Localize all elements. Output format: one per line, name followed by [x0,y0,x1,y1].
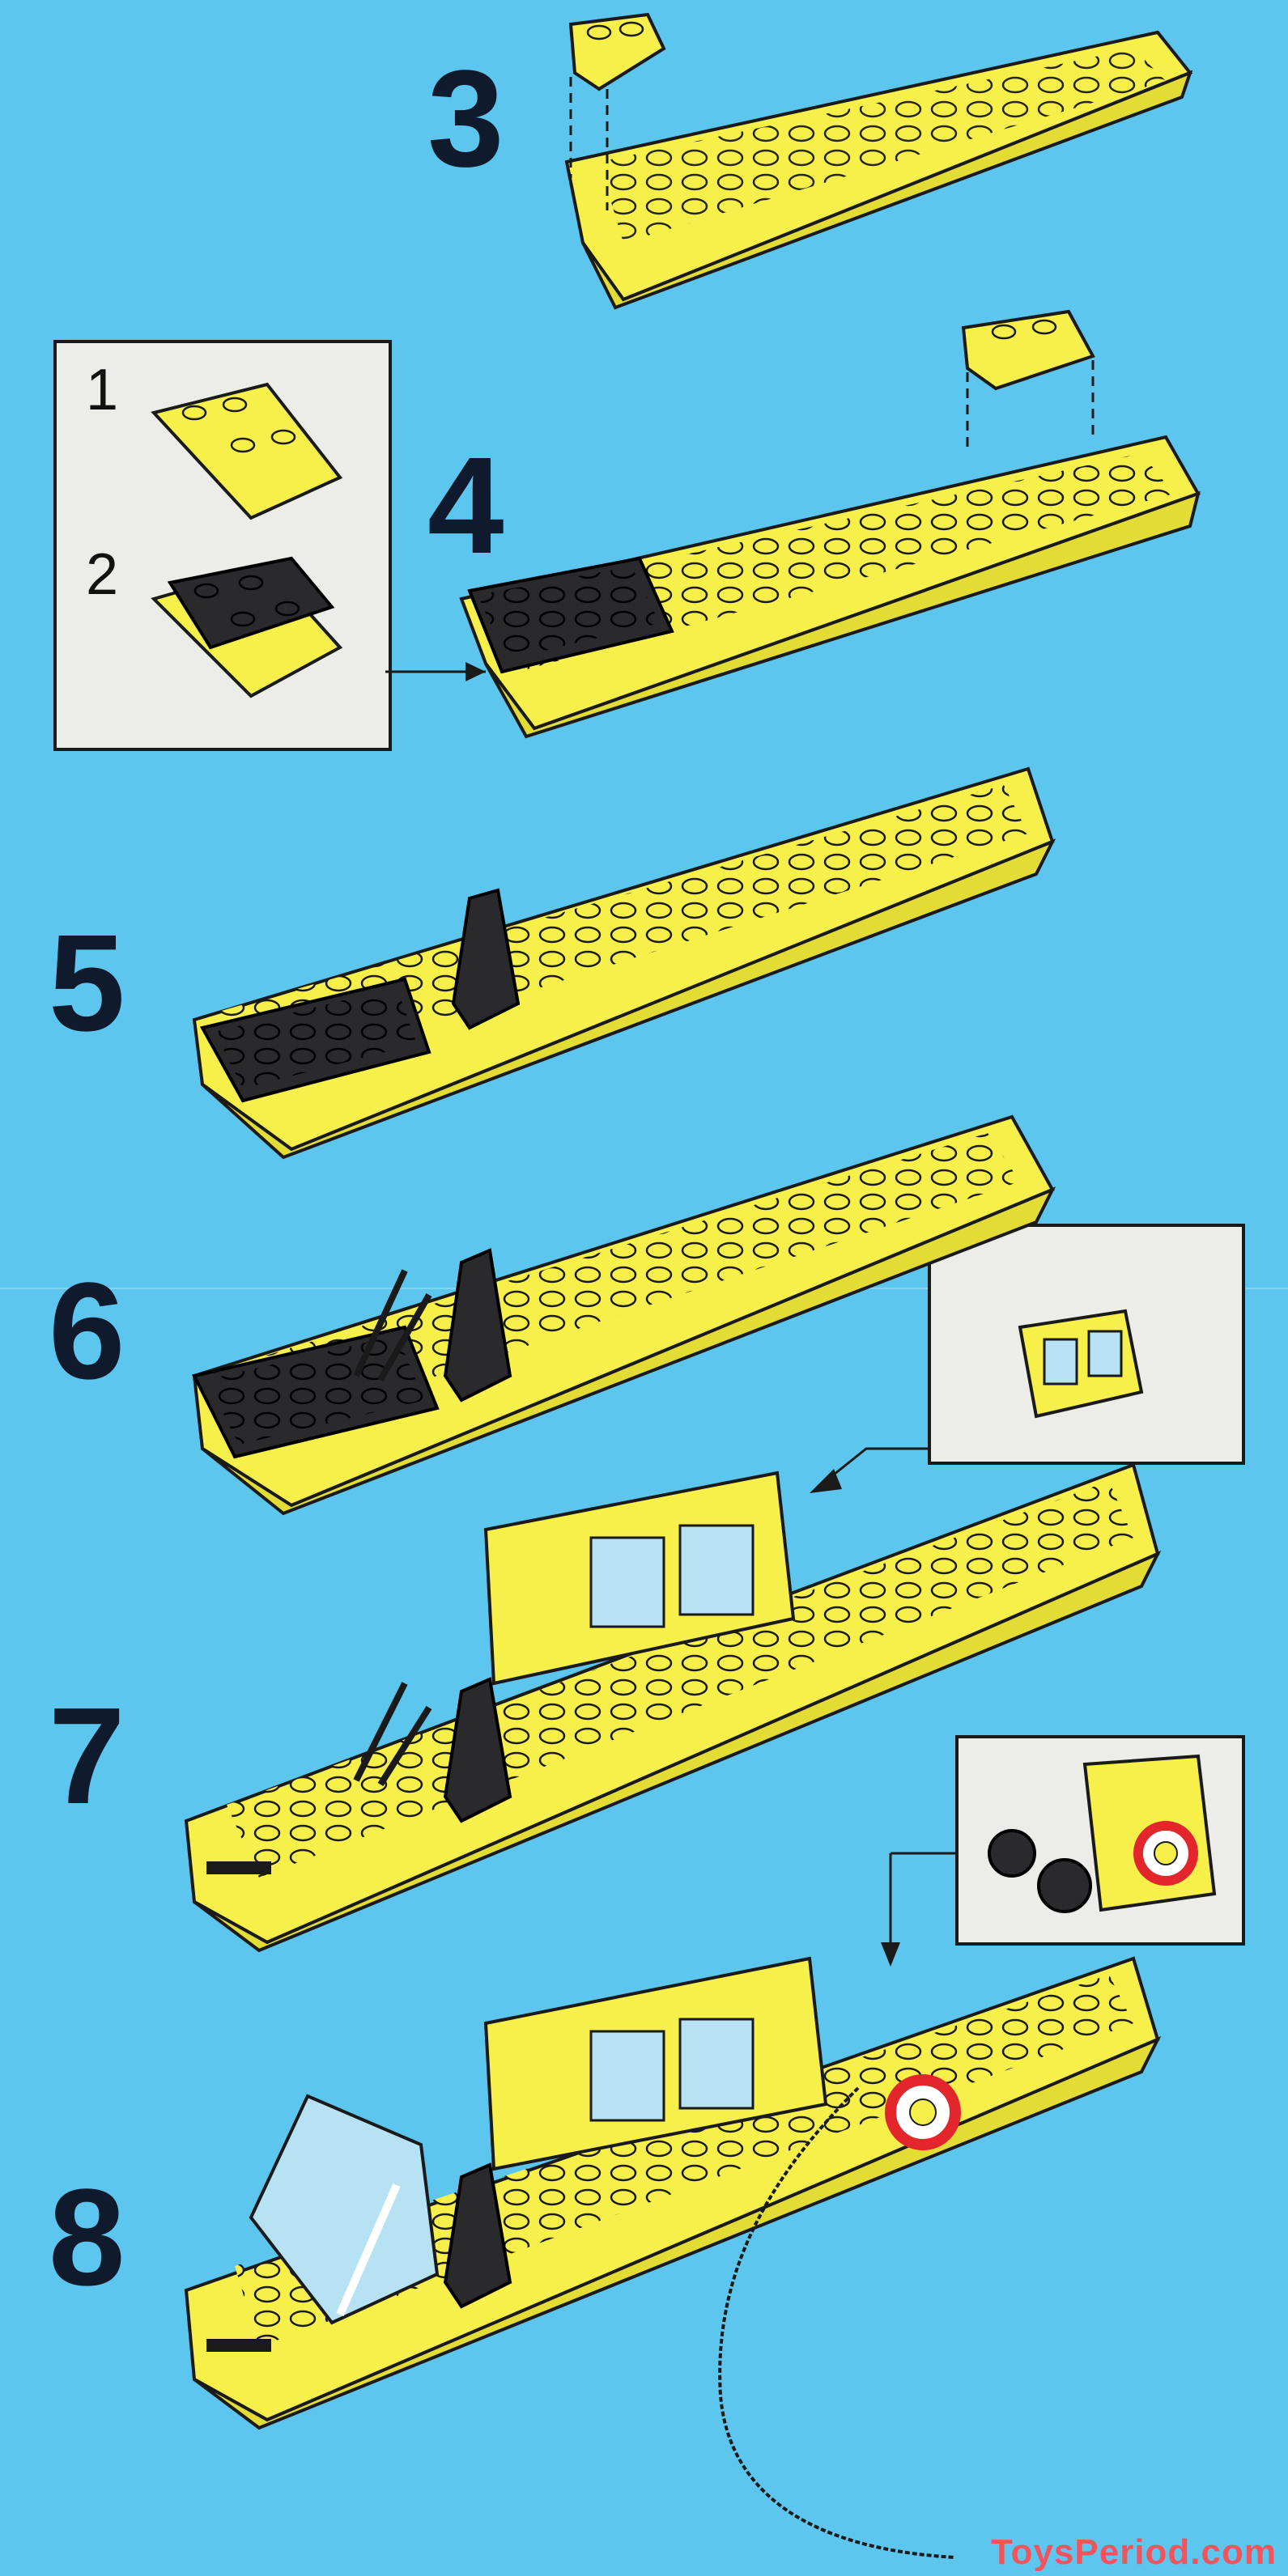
substep-2-plates [151,556,343,698]
lifebuoy-part [881,1754,1217,1967]
substep-number-1: 1 [86,358,119,422]
step-7-boat [184,1462,1162,1953]
watermark: ToysPeriod.com [990,2532,1277,2572]
step-5-boat [192,766,1056,1160]
step-number-3: 3 [427,42,504,196]
step-number-8: 8 [49,2161,125,2315]
step-number-7: 7 [49,1679,125,1833]
step-number-4: 4 [427,429,504,583]
step-number-6: 6 [49,1254,125,1408]
substep-1-plate [151,382,343,520]
substep-number-2: 2 [86,542,119,607]
step-6-boat [192,1114,1144,1516]
step-number-5: 5 [49,906,125,1060]
step-8-boat [184,1956,1162,2559]
step-4-hull [385,309,1201,739]
step-3-hull [564,12,1193,310]
